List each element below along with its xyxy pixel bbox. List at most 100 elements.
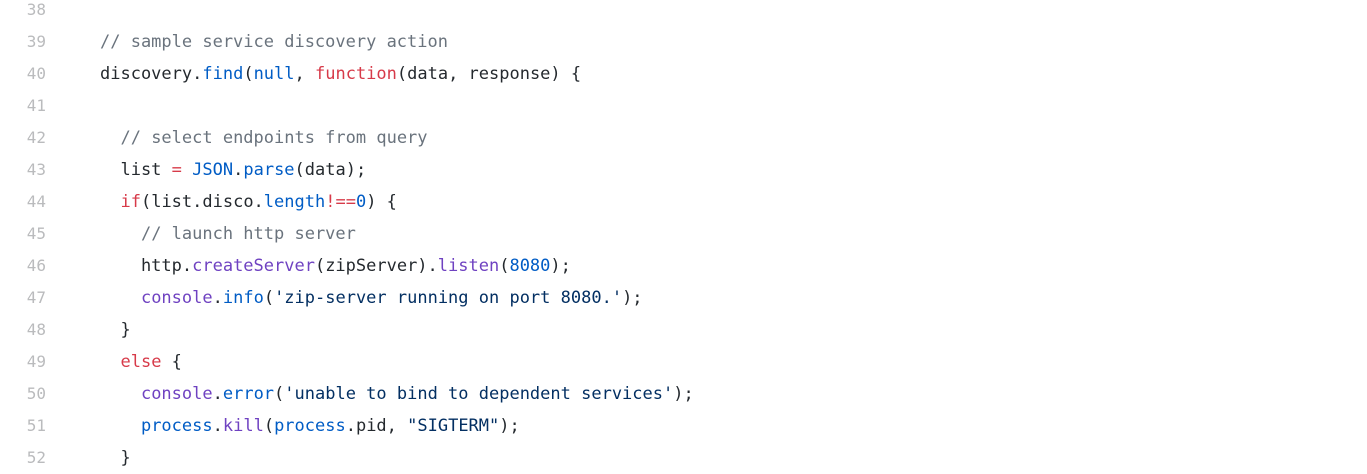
line-code: } xyxy=(46,314,1367,346)
code-token-prop: error xyxy=(222,384,275,404)
code-token-plain: (zipServer). xyxy=(314,256,438,276)
code-token-number: 0 xyxy=(355,192,367,212)
code-token-const: null xyxy=(253,64,295,84)
code-token-plain: } xyxy=(100,320,131,340)
code-line: 42 // select endpoints from query xyxy=(0,122,1367,154)
code-token-const: JSON xyxy=(192,160,234,180)
line-code: // launch http server xyxy=(46,218,1367,250)
code-token-plain: (data, response) { xyxy=(396,64,582,84)
line-number[interactable]: 42 xyxy=(26,128,46,147)
line-code: process.kill(process.pid, "SIGTERM"); xyxy=(46,410,1367,442)
code-token-plain: ( xyxy=(263,416,275,436)
code-token-func: console xyxy=(140,384,213,404)
code-token-plain: discovery. xyxy=(100,64,203,84)
line-number[interactable]: 43 xyxy=(26,160,46,179)
line-number[interactable]: 45 xyxy=(26,224,46,243)
line-code: // sample service discovery action xyxy=(46,26,1367,58)
code-token-plain: ) { xyxy=(366,192,397,212)
line-code: if(list.disco.length!==0) { xyxy=(46,186,1367,218)
code-token-func: createServer xyxy=(192,256,315,276)
code-token-plain: { xyxy=(161,352,182,372)
code-token-plain: , xyxy=(294,64,315,84)
code-token-comment: // select endpoints from query xyxy=(120,128,428,148)
code-token-plain xyxy=(100,352,120,372)
code-token-plain: http. xyxy=(100,256,193,276)
code-token-prop: process xyxy=(140,416,213,436)
code-line: 50 console.error('unable to bind to depe… xyxy=(0,378,1367,410)
code-token-prop: process xyxy=(274,416,346,436)
code-token-keyword: if xyxy=(120,192,141,212)
code-line: 52 } xyxy=(0,442,1367,474)
code-token-plain xyxy=(100,384,141,404)
line-number[interactable]: 47 xyxy=(26,288,46,307)
code-token-string: 'zip-server running on port 8080.' xyxy=(274,288,623,308)
code-token-prop: info xyxy=(222,288,264,308)
code-token-plain: ( xyxy=(243,64,254,84)
line-code: // select endpoints from query xyxy=(46,122,1367,154)
code-token-plain: . xyxy=(212,288,223,308)
code-token-plain xyxy=(100,224,141,244)
line-number[interactable]: 44 xyxy=(26,192,46,211)
code-token-plain: } xyxy=(100,448,131,468)
line-number[interactable]: 40 xyxy=(26,64,46,83)
line-code: } xyxy=(46,442,1367,474)
line-code: console.error('unable to bind to depende… xyxy=(46,378,1367,410)
line-code xyxy=(46,0,1367,26)
code-token-op: !== xyxy=(325,192,356,212)
line-number[interactable]: 46 xyxy=(26,256,46,275)
code-line: 39 // sample service discovery action xyxy=(0,26,1367,58)
code-token-plain: .pid, xyxy=(345,416,408,436)
line-number[interactable]: 38 xyxy=(26,0,46,19)
line-code xyxy=(46,90,1367,122)
line-number[interactable]: 51 xyxy=(26,416,46,435)
code-token-plain: ( xyxy=(499,256,510,276)
code-line: 46 http.createServer(zipServer).listen(8… xyxy=(0,250,1367,282)
code-token-plain: ); xyxy=(673,384,694,404)
code-token-string: 'unable to bind to dependent services' xyxy=(284,384,674,404)
line-code: list = JSON.parse(data); xyxy=(46,154,1367,186)
code-line: 43 list = JSON.parse(data); xyxy=(0,154,1367,186)
code-line: 49 else { xyxy=(0,346,1367,378)
code-token-comment: // sample service discovery action xyxy=(100,32,448,52)
code-token-plain: . xyxy=(212,384,223,404)
code-token-plain: list xyxy=(100,160,172,180)
code-token-op: = xyxy=(171,160,182,180)
code-token-plain: (data); xyxy=(294,160,367,180)
code-token-plain xyxy=(100,288,141,308)
code-token-plain: . xyxy=(233,160,244,180)
code-token-plain: ); xyxy=(550,256,571,276)
code-line: 45 // launch http server xyxy=(0,218,1367,250)
code-token-plain: ); xyxy=(499,416,520,436)
code-token-plain xyxy=(100,128,120,148)
code-token-prop: find xyxy=(202,64,244,84)
code-line: 48 } xyxy=(0,314,1367,346)
line-number[interactable]: 50 xyxy=(26,384,46,403)
line-number[interactable]: 48 xyxy=(26,320,46,339)
code-token-plain: . xyxy=(212,416,223,436)
code-line: 41 xyxy=(0,90,1367,122)
code-line: 38 xyxy=(0,0,1367,26)
code-token-number: 8080 xyxy=(509,256,551,276)
line-number[interactable]: 41 xyxy=(26,96,46,115)
line-code: http.createServer(zipServer).listen(8080… xyxy=(46,250,1367,282)
code-token-func: console xyxy=(140,288,213,308)
code-token-plain: (list.disco. xyxy=(140,192,264,212)
code-token-plain xyxy=(100,192,120,212)
line-number[interactable]: 39 xyxy=(26,32,46,51)
code-token-plain xyxy=(100,416,141,436)
code-token-plain: ( xyxy=(274,384,285,404)
code-token-plain: ( xyxy=(263,288,275,308)
code-line: 51 process.kill(process.pid, "SIGTERM"); xyxy=(0,410,1367,442)
line-code: discovery.find(null, function(data, resp… xyxy=(46,58,1367,90)
line-code: console.info('zip-server running on port… xyxy=(46,282,1367,314)
line-number[interactable]: 52 xyxy=(26,448,46,467)
code-token-plain xyxy=(182,160,192,180)
code-token-func: listen xyxy=(437,256,500,276)
code-token-plain: ); xyxy=(622,288,643,308)
line-number[interactable]: 49 xyxy=(26,352,46,371)
code-token-keyword: else xyxy=(120,352,162,372)
code-token-keyword: function xyxy=(315,64,397,84)
code-token-prop: length xyxy=(263,192,326,212)
